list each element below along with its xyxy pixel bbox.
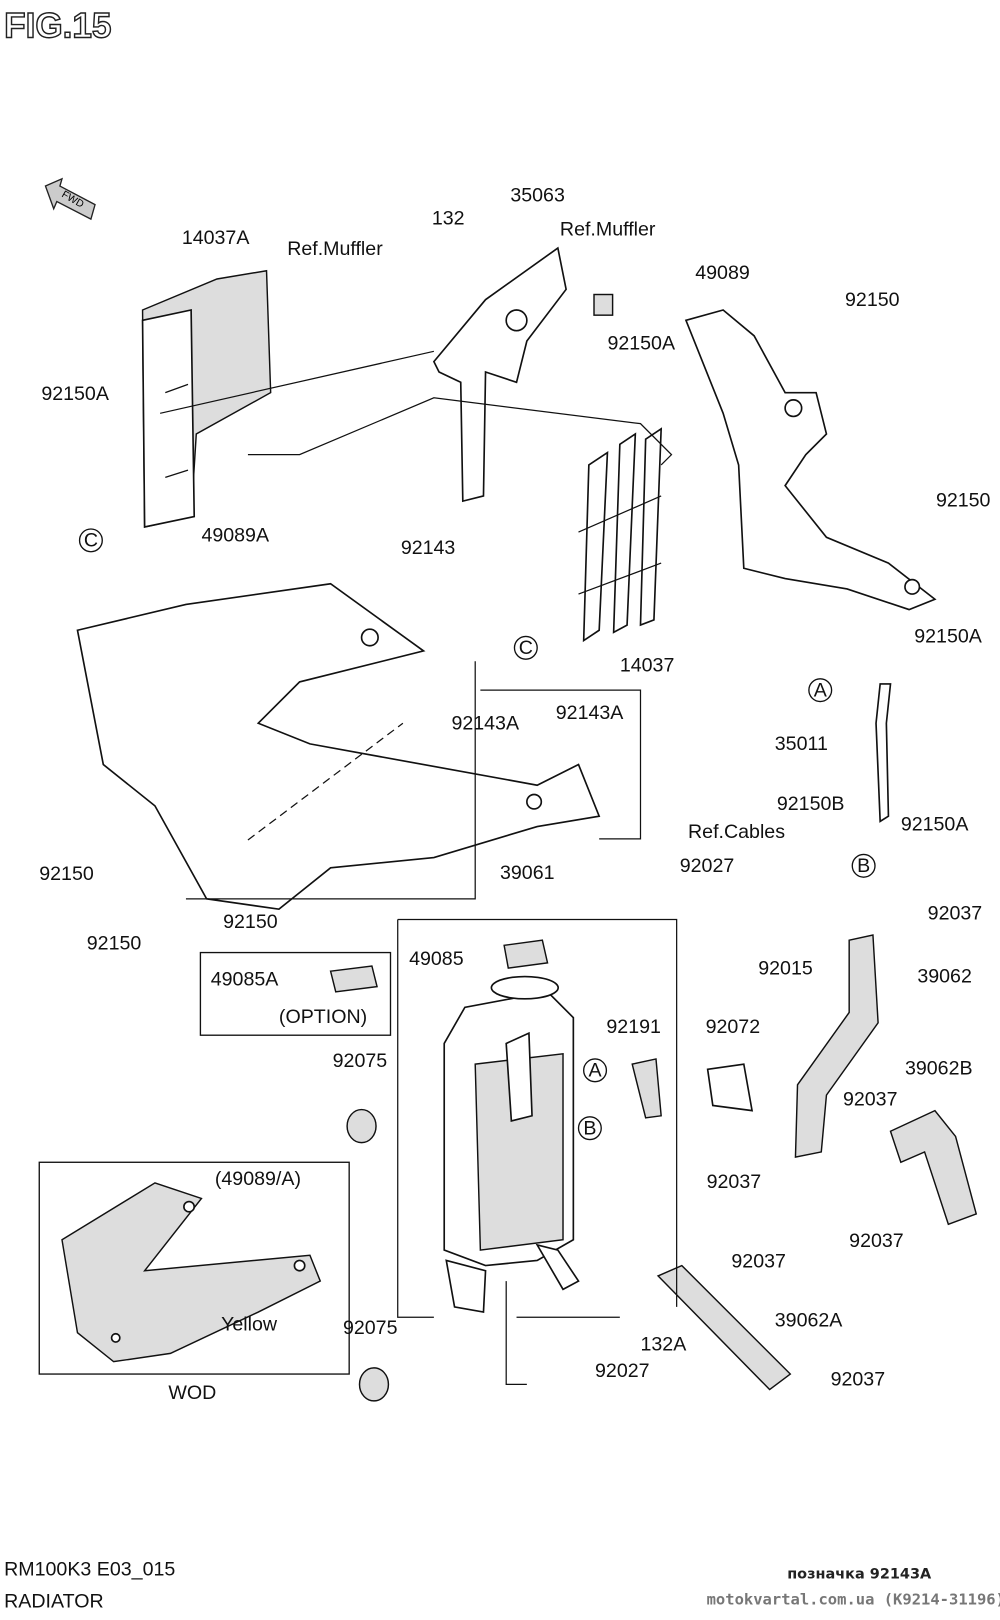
callout-label: 92191 [606, 1016, 661, 1038]
radiator-bracket [432, 246, 614, 503]
radiator-shroud-right [684, 309, 937, 611]
radiator-shroud-left [76, 582, 601, 911]
radiator-louver-right [578, 427, 663, 643]
reference-marker-label: A [814, 679, 828, 701]
callout-label: 92150 [845, 289, 900, 311]
radiator-louver-left [141, 269, 272, 528]
callout-label: 92027 [595, 1360, 650, 1382]
model-code: RM100K3 E03_015 [4, 1558, 175, 1580]
callout-label: 92037 [928, 903, 983, 925]
reference-marker-label: B [857, 855, 870, 877]
reference-marker-label: C [84, 530, 98, 552]
callout-label: 92075 [343, 1317, 398, 1339]
callout-label: 92037 [707, 1171, 762, 1193]
radiator [443, 975, 580, 1314]
callout-label: Ref.Muffler [560, 219, 656, 241]
callout-label: 92150A [901, 814, 970, 836]
callout-label: 92037 [731, 1251, 786, 1273]
figure-title: FIG.15 [4, 6, 111, 45]
note-text: позначка 92143A [787, 1567, 932, 1583]
callout-label: 132 [432, 207, 465, 229]
radiator-hose-39062a [656, 1264, 792, 1391]
reference-marker-label: A [588, 1060, 602, 1082]
radiator-hose-39062b [889, 1109, 978, 1226]
callout-label: 92150A [607, 332, 676, 354]
callout-label: Yellow [221, 1314, 278, 1336]
callout-label: 49089A [201, 524, 270, 546]
radiator-hose-39062 [794, 934, 879, 1158]
fwd-arrow-icon: FWD [44, 177, 96, 221]
callout-label: 132A [640, 1333, 687, 1355]
callout-label: 39062 [917, 966, 972, 988]
section-title: RADIATOR [4, 1591, 104, 1613]
grommet-lower [358, 1367, 390, 1402]
reference-marker-circle [808, 678, 833, 703]
callout-label: 92150B [777, 793, 845, 815]
grommet-upper [346, 1108, 377, 1144]
callout-label: 14037A [182, 227, 251, 249]
callout-label: 92143A [451, 712, 520, 734]
callout-label: 39061 [500, 862, 555, 884]
callout-label: 92150 [39, 863, 94, 885]
callout-label: 49085 [409, 948, 464, 970]
callout-label: 92150 [223, 911, 278, 933]
callout-label: 92037 [831, 1368, 886, 1390]
callout-label: 92037 [849, 1230, 904, 1252]
reference-marker-label: C [519, 637, 533, 659]
option-box [199, 951, 392, 1036]
callout-label: 92037 [843, 1088, 898, 1110]
callout-label: 35063 [510, 185, 565, 207]
callout-label: 92150 [936, 489, 991, 511]
watermark: motokvartal.com.ua (K9214-31196) [707, 1590, 1000, 1608]
callout-label: 39062B [905, 1057, 973, 1079]
callout-label: WOD [168, 1382, 216, 1404]
callout-label: 92150A [41, 383, 110, 405]
callout-label: 49089 [695, 262, 750, 284]
wod-inset [38, 1161, 350, 1375]
callout-label: 92072 [706, 1016, 761, 1038]
reference-marker-circle [583, 1058, 608, 1083]
rubber-pad [503, 939, 549, 969]
reference-marker-circle [78, 528, 103, 553]
callout-label: 92150A [914, 626, 983, 648]
brace [875, 683, 892, 823]
callout-label: (OPTION) [279, 1006, 367, 1028]
callout-labels: 14037ARef.Muffler13235063Ref.Muffler4908… [39, 185, 990, 1404]
reference-marker-circle [577, 1116, 602, 1141]
callout-label: Ref.Muffler [287, 238, 383, 260]
callout-label: 92143A [556, 702, 625, 724]
callout-label: 92027 [680, 855, 735, 877]
callout-label: 92150 [87, 932, 142, 954]
reference-marker-circle [513, 635, 538, 660]
reference-marker-label: B [583, 1117, 596, 1139]
reference-markers: C C A B A B [78, 528, 876, 1141]
rubber-pad-option [329, 965, 378, 993]
callout-label: 92075 [333, 1050, 388, 1072]
callout-label: 92015 [758, 957, 813, 979]
callout-label: 35011 [775, 733, 828, 755]
breather-hose [631, 1058, 662, 1119]
callout-label: 92143 [401, 537, 456, 559]
callout-label: 39062A [775, 1310, 844, 1332]
callout-label: 14037 [620, 655, 675, 677]
callout-label: (49089/A) [215, 1168, 301, 1190]
callout-label: 49085A [211, 969, 280, 991]
callout-label: Ref.Cables [688, 821, 785, 843]
hose-clip [706, 1063, 754, 1112]
reference-marker-circle [851, 853, 876, 878]
